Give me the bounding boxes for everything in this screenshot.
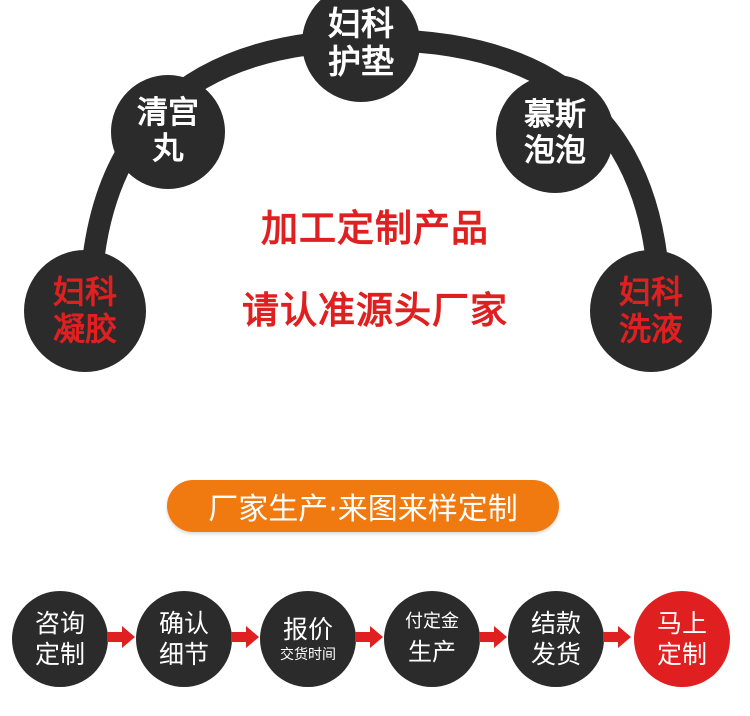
right-arrow-icon: [231, 626, 259, 648]
step-label-1: 马上: [656, 608, 707, 638]
step-label-2: 发货: [530, 640, 581, 669]
step-deposit-production: 付定金 生产: [384, 591, 480, 687]
arc-node-label-2: 护垫: [328, 42, 394, 81]
step-label-1: 咨询: [34, 608, 85, 638]
right-arrow-icon: [355, 626, 383, 648]
factory-banner-text: 厂家生产·来图来样定制: [208, 492, 518, 527]
arc-node-label-1: 慕斯: [524, 97, 586, 134]
step-label-2: 定制: [656, 640, 707, 669]
step-label-1: 结款: [530, 608, 581, 638]
step-label-2: 生产: [408, 637, 456, 666]
factory-banner: 厂家生产·来图来样定制: [167, 480, 559, 532]
step-confirm-details: 确认 细节: [136, 591, 232, 687]
arc-node-gel: 妇科 凝胶: [24, 250, 146, 372]
headline-source-factory: 请认准源头厂家: [242, 289, 508, 332]
arc-node-label-1: 妇科: [618, 273, 683, 312]
arc-node-mousse: 慕斯 泡泡: [496, 75, 614, 193]
arc-node-lotion: 妇科 洗液: [590, 250, 712, 372]
step-consult: 咨询 定制: [12, 591, 108, 687]
step-order-now[interactable]: 马上 定制: [634, 591, 730, 687]
step-label-1: 报价: [282, 614, 333, 644]
arc-node-label-1: 妇科: [52, 273, 117, 312]
step-label-2: 细节: [158, 640, 209, 669]
step-quote: 报价 交货时间: [260, 591, 356, 687]
step-label-1: 付定金: [405, 610, 459, 632]
arc-node-label-2: 丸: [152, 131, 184, 167]
right-arrow-icon: [107, 626, 135, 648]
right-arrow-icon: [479, 626, 507, 648]
arc-node-label-1: 妇科: [328, 4, 394, 44]
arc-node-label-1: 清宫: [137, 95, 199, 132]
step-payment-shipping: 结款 发货: [508, 591, 604, 687]
step-label-2: 交货时间: [280, 647, 336, 664]
arc-node-label-2: 凝胶: [52, 310, 117, 348]
arc-node-pantyliner: 妇科 护垫: [302, 0, 420, 102]
right-arrow-icon: [603, 626, 631, 648]
step-label-1: 确认: [158, 608, 209, 638]
arc-node-pill: 清宫 丸: [111, 75, 225, 189]
headline-custom-products: 加工定制产品: [261, 207, 489, 250]
step-label-2: 定制: [34, 640, 85, 669]
arc-node-label-2: 泡泡: [524, 133, 586, 169]
arc-node-label-2: 洗液: [618, 310, 683, 348]
